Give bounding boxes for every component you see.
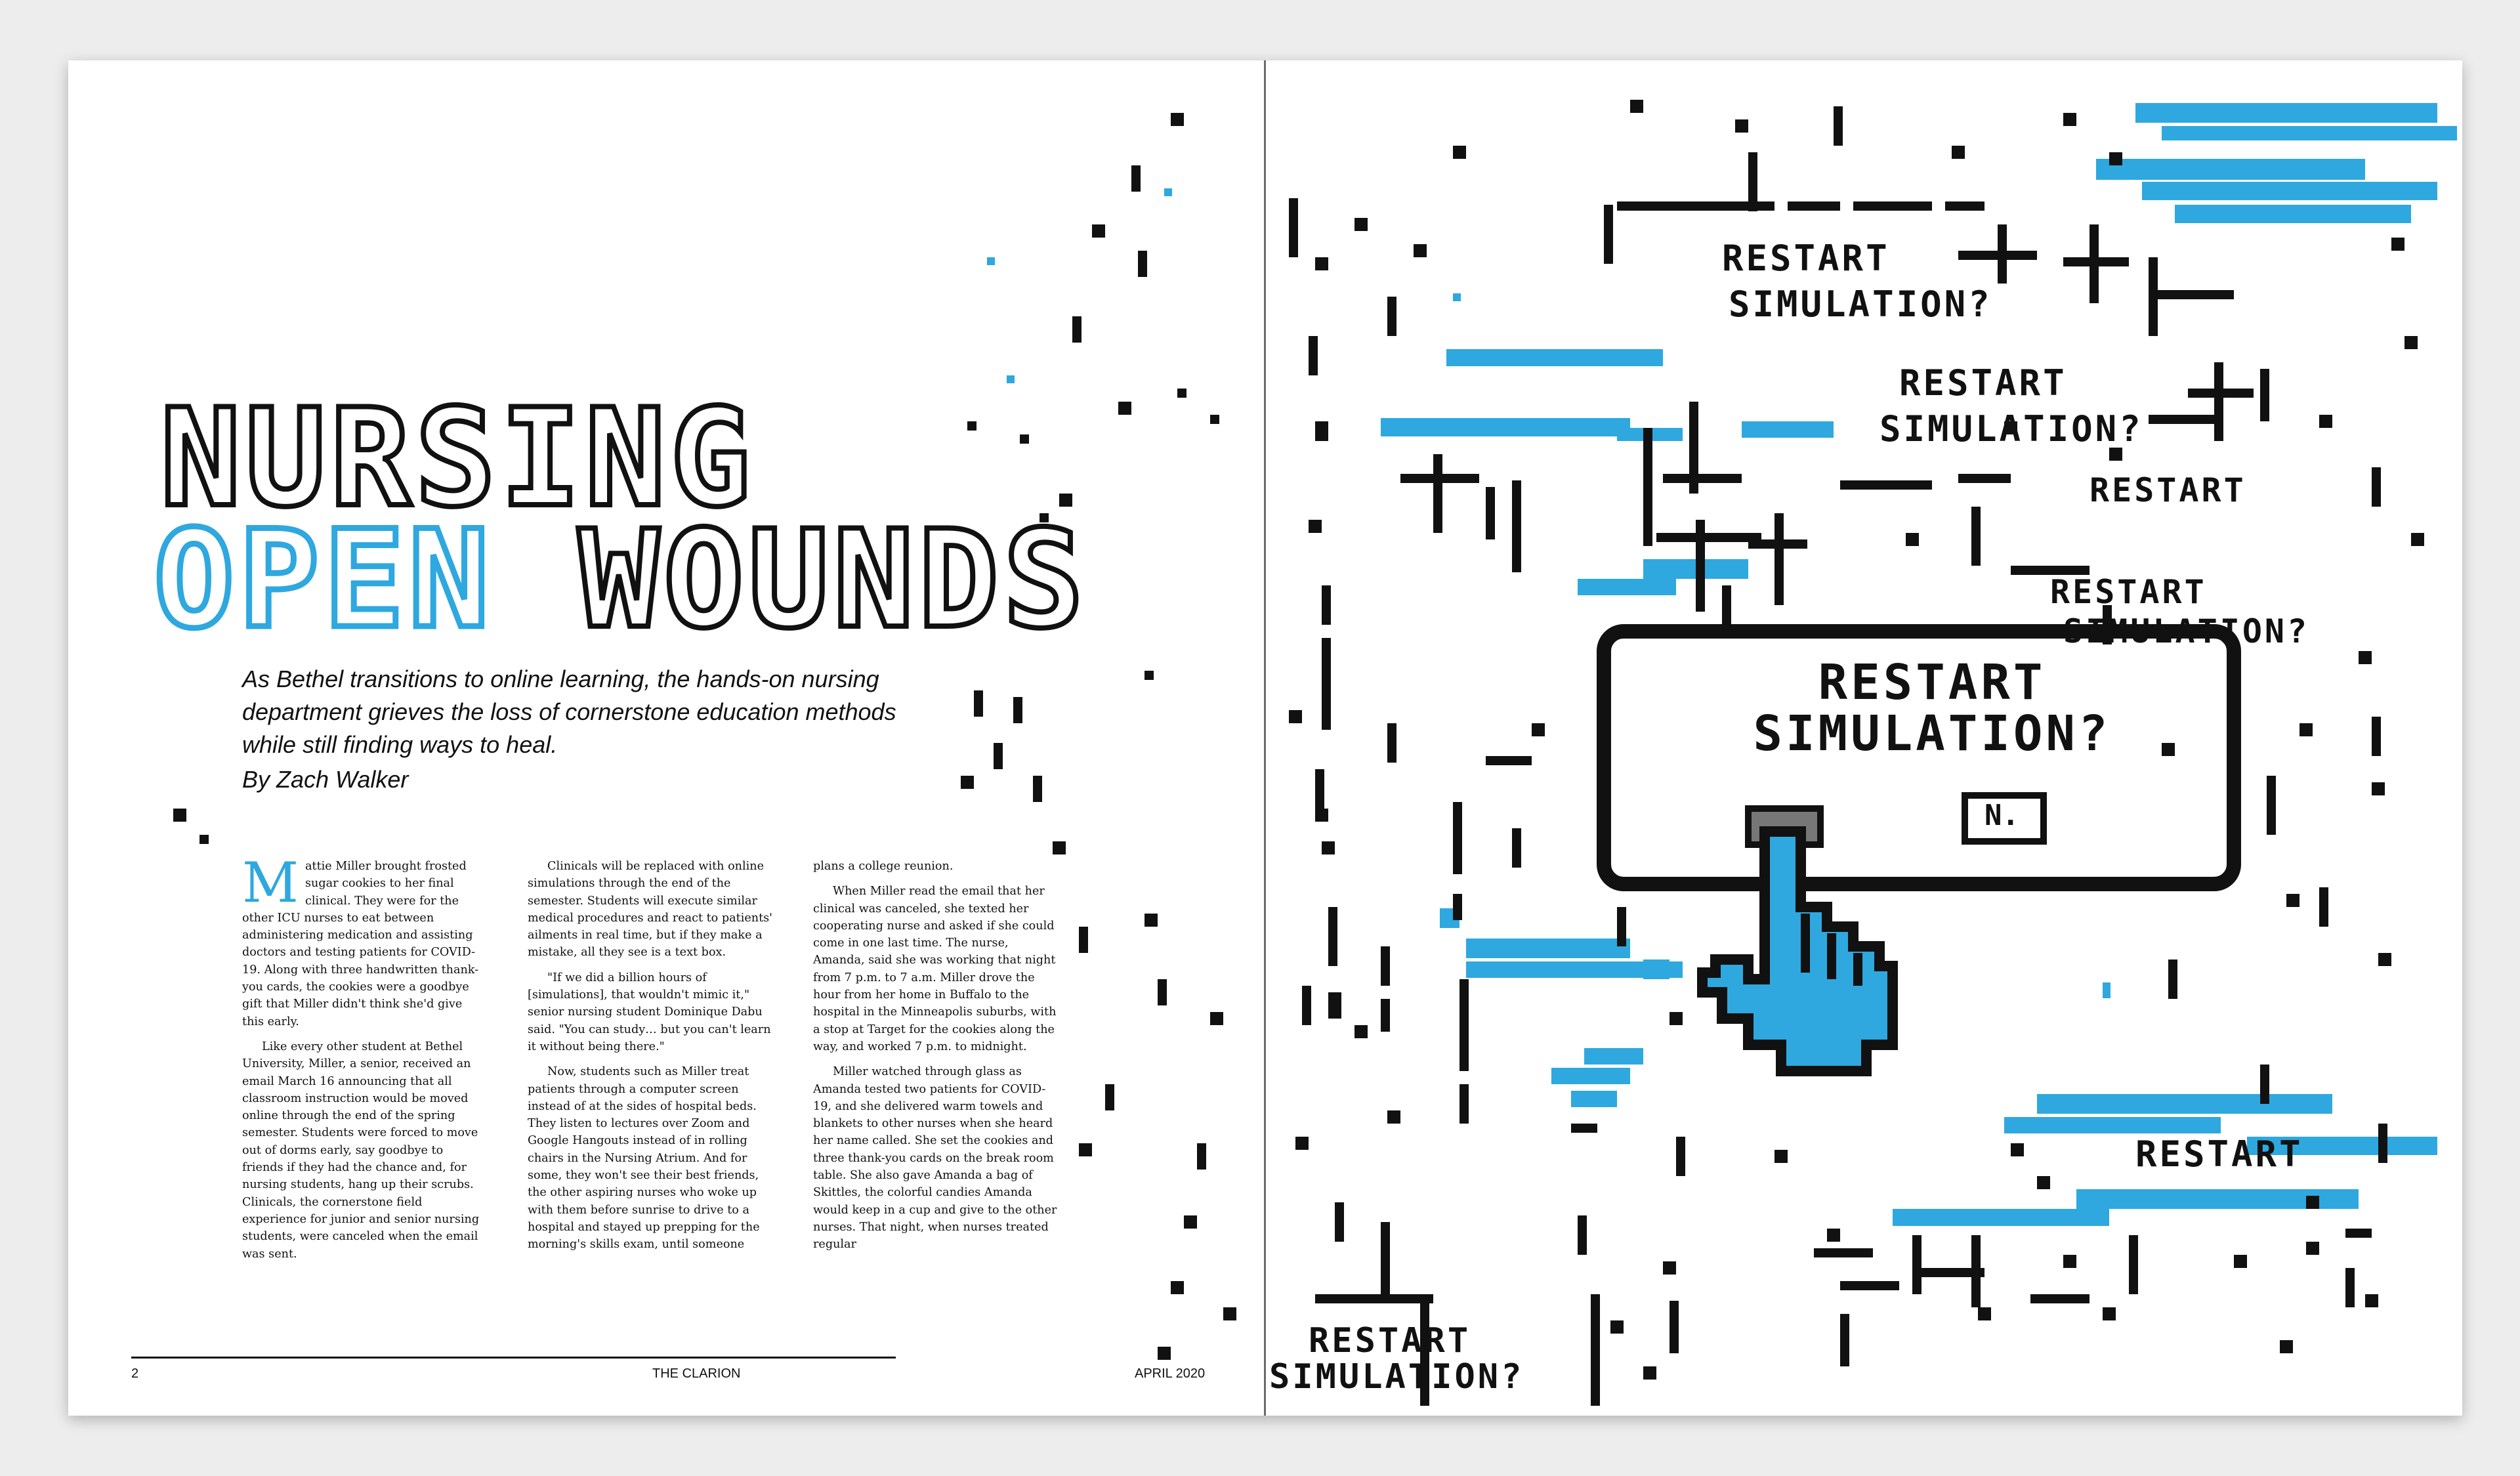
footer-rule	[131, 1357, 896, 1359]
paragraph: Miller watched through glass as Amanda t…	[813, 1065, 1057, 1252]
paragraph: attie Miller brought frosted sugar cooki…	[242, 860, 479, 1028]
ghost-text: SIMULATION?	[1729, 284, 1992, 325]
ghost-text: RESTART	[2050, 573, 2207, 611]
ghost-text: RESTART	[2090, 471, 2246, 509]
black-pixel-noise	[173, 100, 2424, 1406]
ghost-text: RESTART	[2135, 1133, 2303, 1175]
ghost-text: SIMULATION?	[1880, 408, 2143, 450]
popup-message: RESTART SIMULATION?	[1683, 654, 2181, 762]
no-button-label: N.	[1984, 799, 2019, 832]
pixel-glitch-illustration	[173, 100, 2457, 1406]
ghost-text: SIMULATION?	[1269, 1357, 1524, 1397]
headline-wounds: WOUNDS	[576, 502, 1088, 658]
drop-cap: M	[242, 851, 299, 915]
ghost-text: RESTART	[1899, 362, 2067, 404]
page-gutter	[1264, 60, 1266, 1416]
popup-line-1: RESTART	[1818, 654, 2046, 711]
ghost-text: RESTART	[1309, 1321, 1471, 1360]
column-3: plans a college reunion. When Miller rea…	[813, 858, 1058, 1261]
page-number: 2	[131, 1366, 139, 1381]
headline-open: OPEN	[151, 502, 494, 658]
restart-simulation-popup	[1597, 624, 2241, 891]
ghost-text: RESTART	[1722, 238, 1890, 279]
ghost-text: SIMULATION?	[2063, 612, 2310, 650]
pixel-hand-cursor	[1697, 826, 1898, 1076]
column-2: Clinicals will be replaced with online s…	[528, 858, 772, 1261]
headline-line-1: NURSING	[158, 381, 755, 537]
magazine-spread: NURSING OPEN WOUNDS As Bethel transition…	[68, 60, 2462, 1416]
headline-line-2: OPEN WOUNDS	[151, 510, 1088, 650]
paragraph: Like every other student at Bethel Unive…	[242, 1040, 480, 1261]
byline: By Zach Walker	[242, 766, 409, 793]
paragraph: Clinicals will be replaced with online s…	[528, 860, 772, 959]
popup-line-2: SIMULATION?	[1753, 705, 2111, 762]
publication-name: THE CLARION	[652, 1366, 741, 1381]
article-dek: As Bethel transitions to online learning…	[242, 665, 896, 758]
paragraph: "If we did a billion hours of [simulatio…	[528, 971, 771, 1053]
issue-date: APRIL 2020	[1135, 1366, 1206, 1381]
paragraph: When Miller read the email that her clin…	[813, 885, 1057, 1053]
paragraph: Now, students such as Miller treat patie…	[528, 1065, 760, 1252]
paragraph: plans a college reunion.	[813, 860, 954, 873]
